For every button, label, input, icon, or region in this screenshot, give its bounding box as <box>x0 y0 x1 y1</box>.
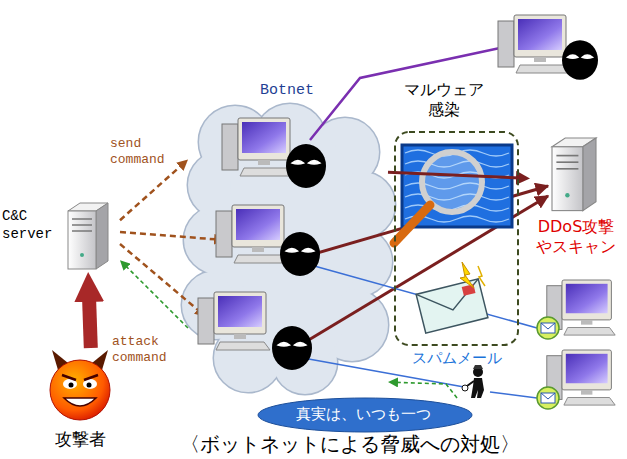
masked-face <box>272 326 312 370</box>
malware-line <box>310 48 500 140</box>
server-icon <box>68 203 108 269</box>
connector-arrow <box>89 293 91 348</box>
caption: 〈ボットネットによる脅威への対処〉 <box>120 432 580 456</box>
node-text: Botnet <box>260 82 314 101</box>
computer-icon <box>222 118 294 176</box>
node-text: 真実は、いつも一つ <box>258 405 468 424</box>
annotation-label: マルウェア 感染 <box>398 80 490 120</box>
detection-box: スパムメール <box>393 130 524 370</box>
node-text: DDoS攻撃 やスキャン <box>532 217 620 257</box>
mail-badge <box>537 387 559 409</box>
target-server: DDoS攻撃 やスキャン <box>530 135 622 259</box>
computer-icon <box>198 292 270 350</box>
monitoring-picture <box>394 145 512 243</box>
node-text: 攻撃者 <box>38 429 122 450</box>
connector-arrow <box>395 382 457 398</box>
server-node: C&C server <box>2 198 120 272</box>
masked-face <box>562 40 598 80</box>
mail-badge <box>537 317 559 339</box>
botnet-cloud: Botnet <box>188 80 388 398</box>
edge-label: send command <box>110 136 174 169</box>
dashed-frame <box>393 130 524 370</box>
masked-face <box>280 232 320 276</box>
node-text: スパムメール <box>393 349 520 368</box>
computer-icon <box>216 205 288 263</box>
server-icon <box>552 138 596 211</box>
edge-label: attack command <box>112 334 182 367</box>
spam-envelope <box>416 279 488 333</box>
node-text: C&C server <box>2 208 60 243</box>
mail-lines <box>292 262 537 398</box>
icons <box>50 15 615 420</box>
detective-figure <box>462 365 484 398</box>
computer-icon <box>498 15 570 73</box>
connector-arrow <box>388 172 520 178</box>
lightning-mark <box>460 262 485 288</box>
connector-arrow <box>120 165 182 221</box>
masked-face <box>286 144 326 188</box>
connector-arrow <box>125 265 188 328</box>
botnet-cloud-shape <box>182 104 395 394</box>
attacker-face <box>50 350 110 420</box>
truth-oval: 真実は、いつも一つ <box>258 398 472 432</box>
